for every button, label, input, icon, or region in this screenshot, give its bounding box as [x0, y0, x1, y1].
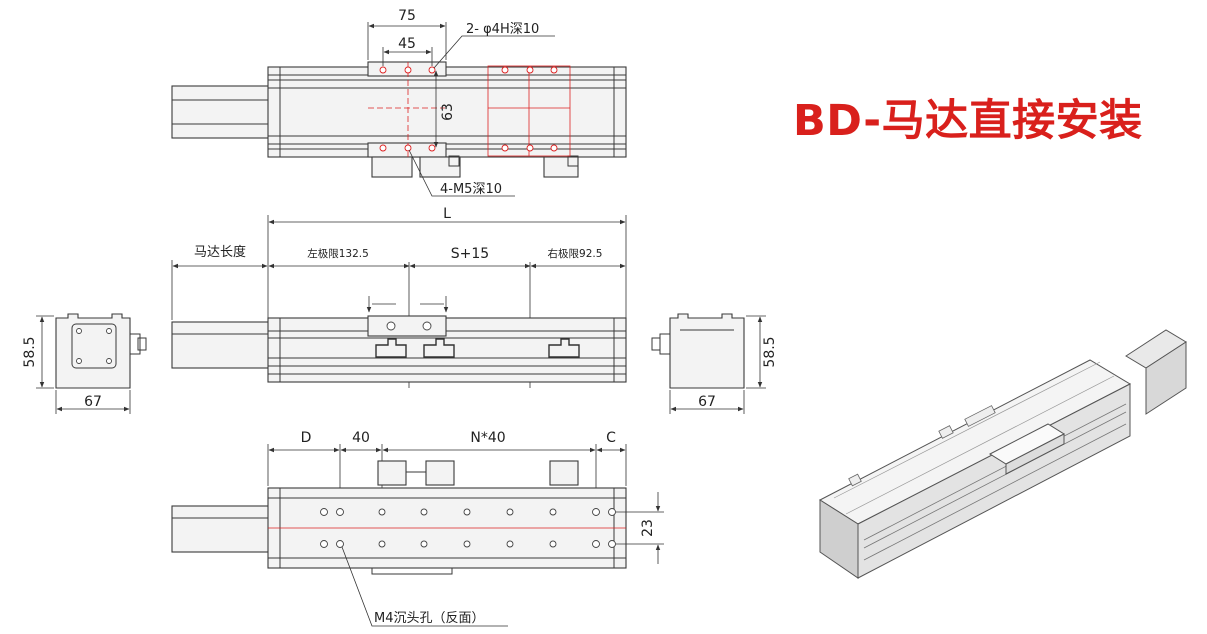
sensor-clip	[371, 156, 413, 178]
dim-45: 45	[398, 36, 416, 52]
carriage-side	[367, 315, 447, 337]
stroke-label: S+15	[451, 246, 489, 262]
dim-N40: N*40	[470, 430, 505, 446]
end-left-width: 67	[84, 394, 102, 410]
top-view: 75 45 63 2- φ4H深10 4-M5深10	[171, 8, 627, 197]
dim-L: L	[443, 206, 451, 222]
end-right-width: 67	[698, 394, 716, 410]
side-view: L 马达长度 左极限132.5 S+15 右极限92.5	[171, 206, 627, 388]
dim-D: D	[301, 430, 312, 446]
diagram-title: BD-马达直接安装	[793, 96, 1143, 146]
end-view-right: 58.5 67	[651, 313, 778, 414]
end-left-height: 58.5	[22, 336, 38, 367]
end-profile-left	[55, 313, 131, 389]
motor-body	[171, 85, 271, 139]
dim-C: C	[606, 430, 616, 446]
end-right-height: 58.5	[762, 336, 778, 367]
motor-side	[171, 321, 271, 369]
dim-40: 40	[352, 430, 370, 446]
motor-bottom	[171, 505, 271, 553]
dim-75: 75	[398, 8, 416, 24]
motor-length-label: 马达长度	[194, 244, 246, 260]
right-limit-label: 右极限92.5	[548, 247, 603, 260]
left-limit-label: 左极限132.5	[307, 247, 369, 260]
dim-23: 23	[640, 519, 656, 537]
end-profile-right	[669, 313, 745, 389]
rail-side	[267, 317, 627, 383]
rail-body	[267, 66, 627, 158]
end-view-left: 58.5 67	[22, 313, 147, 414]
dim-63: 63	[440, 103, 456, 121]
isometric-view	[818, 329, 1187, 579]
hole-note-top: 2- φ4H深10	[466, 22, 539, 37]
hole-note-bottom: 4-M5深10	[440, 182, 502, 197]
hole-note-m4: M4沉头孔（反面）	[374, 611, 485, 626]
bottom-view: D 40 N*40 C	[171, 430, 664, 627]
